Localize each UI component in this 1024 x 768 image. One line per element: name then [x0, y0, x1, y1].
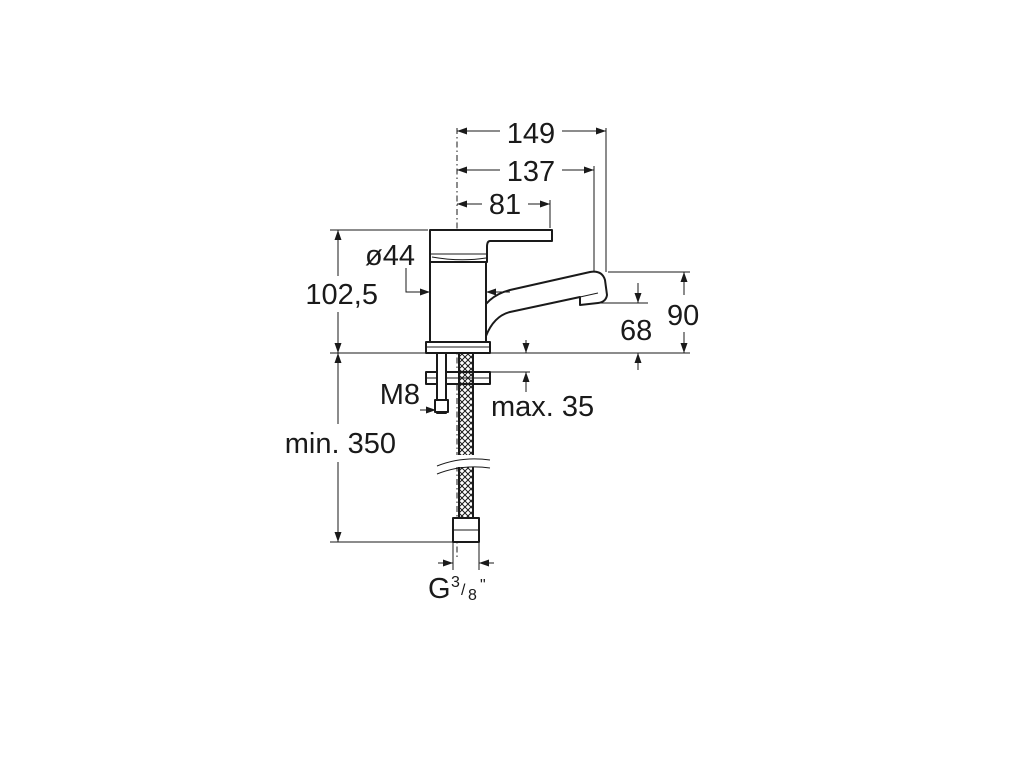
label-connection-suffix: " [480, 577, 486, 594]
label-m8: M8 [380, 379, 420, 411]
lever-handle [429, 229, 553, 263]
dimension-lines [330, 127, 690, 570]
label-diameter-44: ø44 [365, 240, 415, 272]
label-connection-slash: / [461, 582, 466, 599]
label-102-5: 102,5 [305, 279, 378, 311]
label-min-350: min. 350 [285, 428, 396, 460]
label-max-35: max. 35 [491, 391, 594, 423]
label-90: 90 [667, 300, 699, 332]
flex-hose [458, 352, 474, 519]
label-connection-num: 3 [451, 574, 460, 591]
label-149: 149 [507, 118, 555, 150]
label-68: 68 [620, 315, 652, 347]
label-81: 81 [489, 189, 521, 221]
dimension-labels: 149 137 81 ø44 102,5 90 68 M8 max. 35 mi… [285, 118, 700, 605]
faucet-outline [330, 128, 690, 560]
label-137: 137 [507, 156, 555, 188]
label-connection-g: G [428, 573, 451, 605]
spout [477, 270, 608, 337]
label-connection-den: 8 [468, 587, 477, 604]
body-cylinder [429, 261, 487, 343]
